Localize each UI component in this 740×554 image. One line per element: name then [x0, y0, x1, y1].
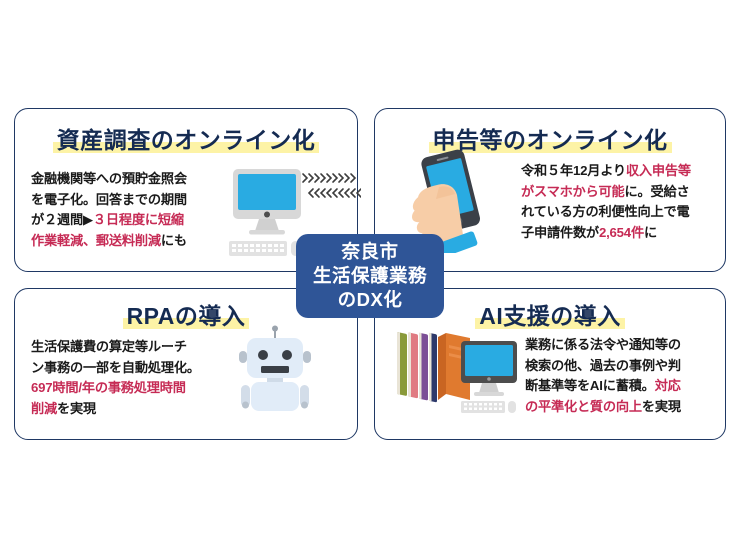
exchange-arrows-icon	[301, 171, 362, 210]
badge-line-2: 生活保護業務	[312, 265, 427, 286]
center-badge: 奈良市 生活保護業務 のDX化	[296, 234, 444, 318]
card-title-asset: 資産調査のオンライン化	[15, 121, 357, 155]
badge-line-3: のDX化	[337, 289, 403, 310]
text-line: 生活保護費の算定等ルーチ	[31, 339, 187, 354]
text-line: 作業軽減、郵送料削減にも	[31, 232, 187, 248]
books-and-monitor-icon	[383, 323, 523, 432]
desktop-monitor-icon	[461, 341, 517, 413]
text-line: 金融機関等への預貯金照会	[31, 171, 187, 186]
text-line: 断基準等をAIに蓄積。対応	[525, 378, 681, 393]
card-body-report: 令和５年12月より収入申告等 がスマホから可能に。受給さ れている方の利便性向上…	[521, 161, 717, 243]
card-ai-support: AI支援の導入 業務に係る法令や通知等の 検索の他、過去の事例や判 断基準等をA…	[374, 288, 726, 440]
text-line: を電子化。回答までの期間	[31, 191, 187, 207]
card-body-asset: 金融機関等への預貯金照会 を電子化。回答までの期間 が２週間▶３日程度に短縮 作…	[31, 169, 229, 251]
text-line: 削減を実現	[31, 400, 96, 416]
text-line: 業務に係る法令や通知等の	[525, 337, 681, 352]
card-title-rpa: RPAの導入	[15, 297, 357, 331]
card-title-report: 申告等のオンライン化	[375, 121, 725, 155]
books-icon	[397, 331, 470, 403]
card-asset-investigation: 資産調査のオンライン化 金融機関等への預貯金照会 を電子化。回答までの期間 が２…	[14, 108, 362, 272]
robot-icon	[227, 325, 323, 418]
text-line: の平準化と質の向上を実現	[525, 398, 681, 414]
text-line: 697時間/年の事務処理時間	[31, 380, 186, 395]
text-line: がスマホから可能に。受給さ	[521, 183, 690, 199]
card-body-rpa: 生活保護費の算定等ルーチ ン事務の一部を自動処理化。 697時間/年の事務処理時…	[31, 337, 231, 419]
text-line: が２週間▶３日程度に短縮	[31, 212, 184, 227]
text-line: 子申請件数が2,654件に	[521, 224, 657, 240]
text-line: 検索の他、過去の事例や判	[525, 357, 681, 373]
card-body-ai: 業務に係る法令や通知等の 検索の他、過去の事例や判 断基準等をAIに蓄積。対応 …	[525, 335, 721, 417]
text-line: ン事務の一部を自動処理化。	[31, 359, 200, 375]
text-line: 令和５年12月より収入申告等	[521, 163, 691, 178]
badge-line-1: 奈良市	[341, 241, 399, 262]
text-line: れている方の利便性向上で電	[521, 204, 690, 219]
hand-holding-smartphone-icon	[395, 149, 503, 259]
card-title-ai: AI支援の導入	[375, 297, 725, 331]
